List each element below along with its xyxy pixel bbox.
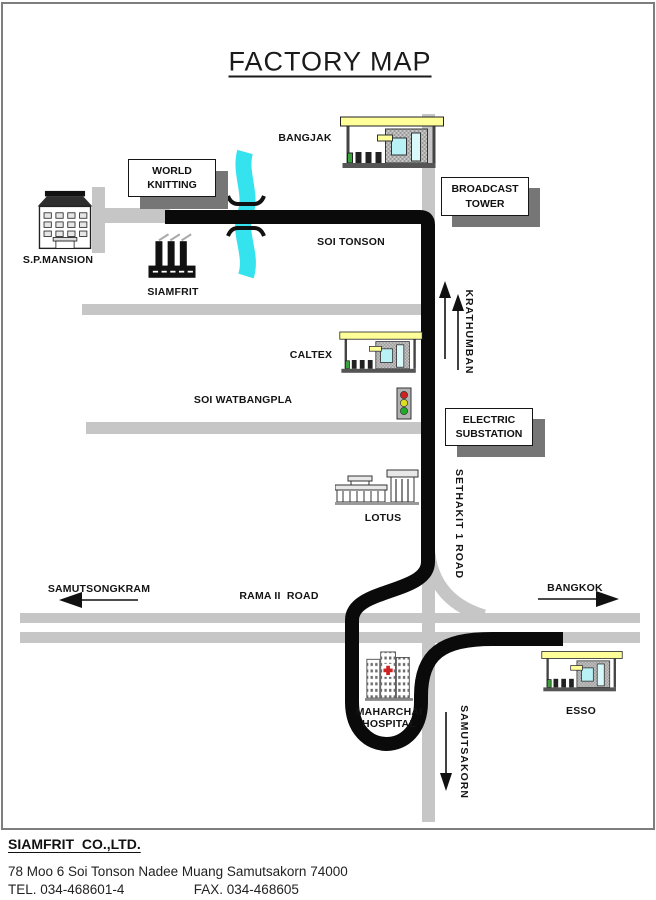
samutsakorn-label: SAMUTSAKORN	[458, 705, 470, 799]
electric-substation-label: ELECTRIC SUBSTATION	[455, 413, 523, 440]
world-knitting-box: WORLD KNITTING	[128, 159, 216, 197]
sp-mansion-road-stub	[92, 187, 105, 253]
bangjak-gas-station-icon	[339, 114, 445, 175]
krathumban-direction-arrows	[439, 281, 464, 370]
broadcast-tower-box: BROADCAST TOWER	[441, 177, 529, 216]
samutsongkram-direction-arrow	[59, 592, 138, 608]
maharchai-hospital-icon	[365, 648, 413, 707]
rama-ii-upper-carriageway	[20, 613, 640, 623]
bangkok-label: BANGKOK	[547, 582, 603, 594]
lotus-supermarket-icon	[334, 468, 419, 513]
bridge-south-rail	[226, 226, 266, 237]
sethakit-road-label: SETHAKIT 1 ROAD	[453, 468, 465, 580]
soi-road-1	[82, 304, 422, 315]
lotus-label: LOTUS	[364, 512, 402, 524]
route-path	[165, 210, 563, 751]
company-name: SIAMFRIT CO.,LTD.	[8, 836, 141, 852]
page-title: FACTORY MAP	[228, 46, 432, 77]
caltex-gas-station-icon	[339, 328, 423, 381]
rama-ii-road-label: RAMA II ROAD	[239, 590, 319, 602]
soi-watbangpla-label: SOI WATBANGPLA	[193, 394, 293, 406]
map-canvas	[20, 114, 640, 822]
map-frame: WORLD KNITTING BROADCAST TOWER ELECTRIC …	[1, 2, 655, 830]
krathumban-label: KRATHUMBAN	[463, 289, 475, 375]
siamfrit-label: SIAMFRIT	[147, 286, 199, 298]
bangjak-label: BANGJAK	[278, 132, 332, 144]
company-contact: TEL. 034-468601-4 FAX. 034-468605	[8, 882, 299, 897]
soi-tonson-label: SOI TONSON	[317, 236, 385, 248]
bridge-north-rail	[226, 195, 266, 206]
caltex-label: CALTEX	[289, 349, 333, 361]
esso-gas-station-icon	[541, 648, 623, 699]
traffic-light-icon	[394, 387, 414, 426]
soi-watbangpla-road	[86, 422, 422, 434]
bridge-icon	[226, 195, 266, 237]
sp-mansion-label: S.P.MANSION	[22, 254, 94, 266]
samutsakorn-direction-arrow	[440, 712, 452, 791]
samutsongkram-label: SAMUTSONGKRAM	[47, 583, 151, 595]
siamfrit-factory-icon	[145, 230, 199, 287]
broadcast-tower-label: BROADCAST TOWER	[451, 183, 519, 210]
world-knitting-label: WORLD KNITTING	[147, 164, 197, 191]
maharchai-hospital-label: MAHARCHAI HOSPITAL	[355, 705, 423, 730]
electric-substation-box: ELECTRIC SUBSTATION	[445, 408, 533, 446]
company-address: 78 Moo 6 Soi Tonson Nadee Muang Samutsak…	[8, 864, 348, 879]
sp-mansion-icon	[29, 190, 101, 257]
company-fax: FAX. 034-468605	[193, 882, 299, 897]
company-tel: TEL. 034-468601-4	[8, 882, 125, 897]
sp-mansion-access-road	[100, 208, 170, 223]
bangkok-direction-arrow	[538, 591, 619, 607]
esso-label: ESSO	[566, 705, 596, 717]
rama-ii-lower-carriageway	[20, 632, 640, 643]
